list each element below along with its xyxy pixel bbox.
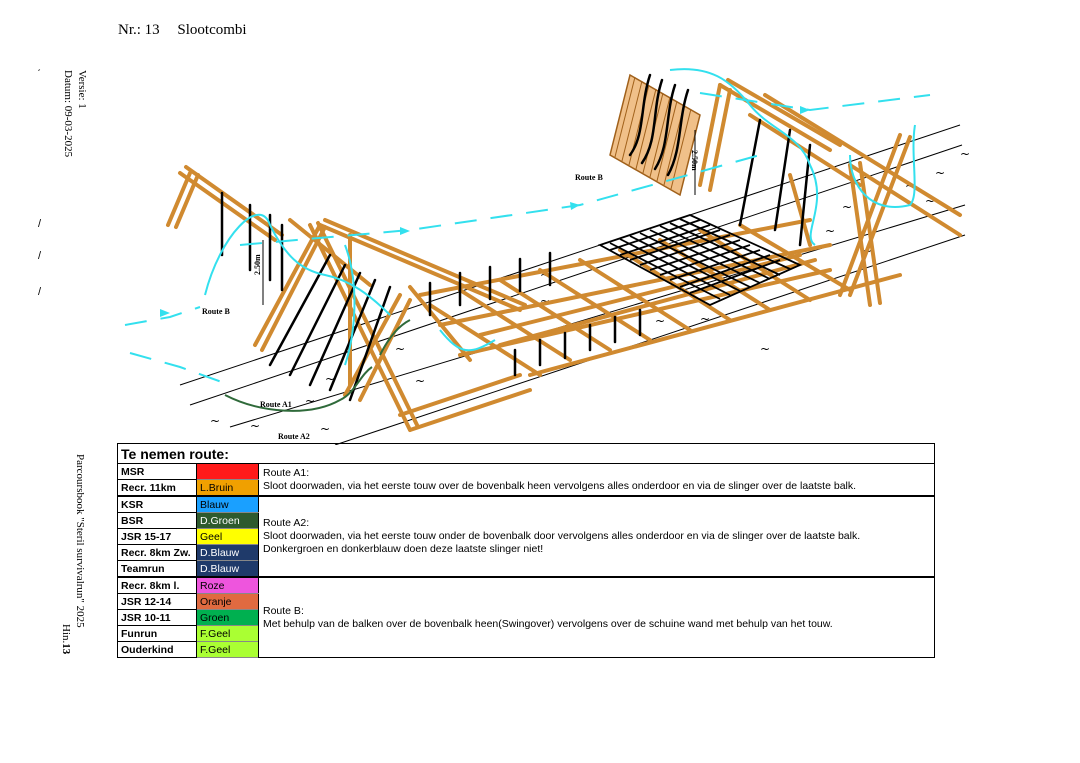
- svg-text:~: ~: [415, 374, 425, 388]
- svg-text:~: ~: [825, 224, 835, 238]
- margin-mark: ˏ: [37, 60, 41, 72]
- route-a2-label: Route A2: [278, 432, 310, 441]
- category-cell: KSR: [117, 495, 197, 513]
- book-title: Parcoursbook "Steril survivalrun" 2025: [74, 454, 86, 628]
- route-text: Met behulp van de balken over de bovenba…: [263, 617, 833, 630]
- margin-mark: /: [38, 250, 42, 262]
- color-cell: L.Bruin: [196, 479, 259, 497]
- route-note: Donkergroen en donkerblauw doen deze laa…: [263, 543, 544, 555]
- color-cell: D.Blauw: [196, 560, 259, 578]
- route-name: Route A2:: [263, 517, 310, 529]
- route-b-line: [124, 68, 931, 386]
- margin-mark: /: [38, 286, 42, 298]
- route-description: Route A2:Sloot doorwaden, via het eerste…: [258, 495, 935, 577]
- svg-text:~: ~: [925, 194, 935, 208]
- color-cell: D.Blauw: [196, 544, 259, 561]
- category-cell: Funrun: [117, 625, 197, 642]
- route-a1-label: Route A1: [260, 400, 292, 409]
- date-label: Datum: 09-03-2025: [62, 70, 74, 158]
- route-b-label-left: Route B: [202, 307, 230, 316]
- route-name: Route B:: [263, 604, 304, 617]
- route-arrows: [160, 106, 810, 317]
- svg-text:~: ~: [305, 394, 315, 408]
- category-cell: Teamrun: [117, 560, 197, 578]
- svg-text:~: ~: [320, 422, 330, 436]
- color-cell: Groen: [196, 609, 259, 626]
- svg-text:~: ~: [395, 342, 405, 356]
- svg-text:~: ~: [325, 372, 335, 386]
- height-label-right: 2.50m: [690, 150, 699, 171]
- route-text: Sloot doorwaden, via het eerste touw ond…: [263, 530, 861, 542]
- color-cell: Roze: [196, 576, 259, 594]
- inclined-wall: [609, 73, 701, 197]
- obstacle-drawing: ~~~ ~~~ ~~~ ~~~ ~~~ ~~~ ~~: [124, 68, 970, 445]
- color-cell: F.Geel: [196, 641, 259, 658]
- category-cell: JSR 10-11: [117, 609, 197, 626]
- margin-mark: /: [38, 218, 42, 230]
- wood-frame: [166, 78, 962, 432]
- obstacle-number: Nr.: 13: [118, 22, 160, 38]
- svg-text:~: ~: [960, 147, 970, 161]
- route-description: Route A1:Sloot doorwaden, via het eerste…: [258, 463, 935, 496]
- route-description: Route B:Met behulp van de balken over de…: [258, 576, 935, 658]
- category-cell: Ouderkind: [117, 641, 197, 658]
- category-cell: BSR: [117, 512, 197, 529]
- svg-text:~: ~: [935, 166, 945, 180]
- svg-text:~: ~: [210, 414, 220, 428]
- color-cell: Oranje: [196, 593, 259, 610]
- color-cell: F.Geel: [196, 625, 259, 642]
- category-cell: Recr. 8km Zw.: [117, 544, 197, 561]
- route-a2-line: [224, 319, 411, 412]
- route-text: Sloot doorwaden, via het eerste touw ove…: [263, 479, 857, 492]
- route-table-row: Recr. 8km Zw.D.Blauw: [117, 544, 935, 561]
- svg-text:~: ~: [842, 200, 852, 214]
- color-cell: Geel: [196, 528, 259, 545]
- color-cell: Rood: [196, 463, 259, 480]
- route-b-label-top: Route B: [575, 173, 603, 182]
- color-cell: D.Groen: [196, 512, 259, 529]
- route-name: Route A1:: [263, 466, 310, 479]
- page-header: Nr.: 13 Slootcombi: [118, 22, 261, 39]
- height-label-left: 2.50m: [253, 254, 262, 275]
- svg-text:~: ~: [655, 314, 665, 328]
- svg-text:~: ~: [540, 294, 550, 308]
- category-cell: Recr. 11km: [117, 479, 197, 497]
- color-cell: Blauw: [196, 495, 259, 513]
- ditch-banks: [179, 124, 966, 445]
- version-label: Versie: 1: [76, 70, 88, 109]
- route-table-title: Te nemen route:: [117, 443, 935, 464]
- cargo-net: [597, 214, 803, 307]
- page-number: Hin.13: [60, 624, 72, 655]
- svg-text:~: ~: [700, 312, 710, 326]
- svg-text:~: ~: [250, 419, 260, 433]
- category-cell: Recr. 8km l.: [117, 576, 197, 594]
- obstacle-title: Slootcombi: [177, 22, 247, 38]
- svg-text:~: ~: [760, 342, 770, 356]
- water-waves: ~~~ ~~~ ~~~ ~~~ ~~~ ~~~ ~~: [210, 147, 970, 436]
- dimension-lines: [262, 130, 696, 305]
- category-cell: JSR 12-14: [117, 593, 197, 610]
- category-cell: JSR 15-17: [117, 528, 197, 545]
- category-cell: MSR: [117, 463, 197, 480]
